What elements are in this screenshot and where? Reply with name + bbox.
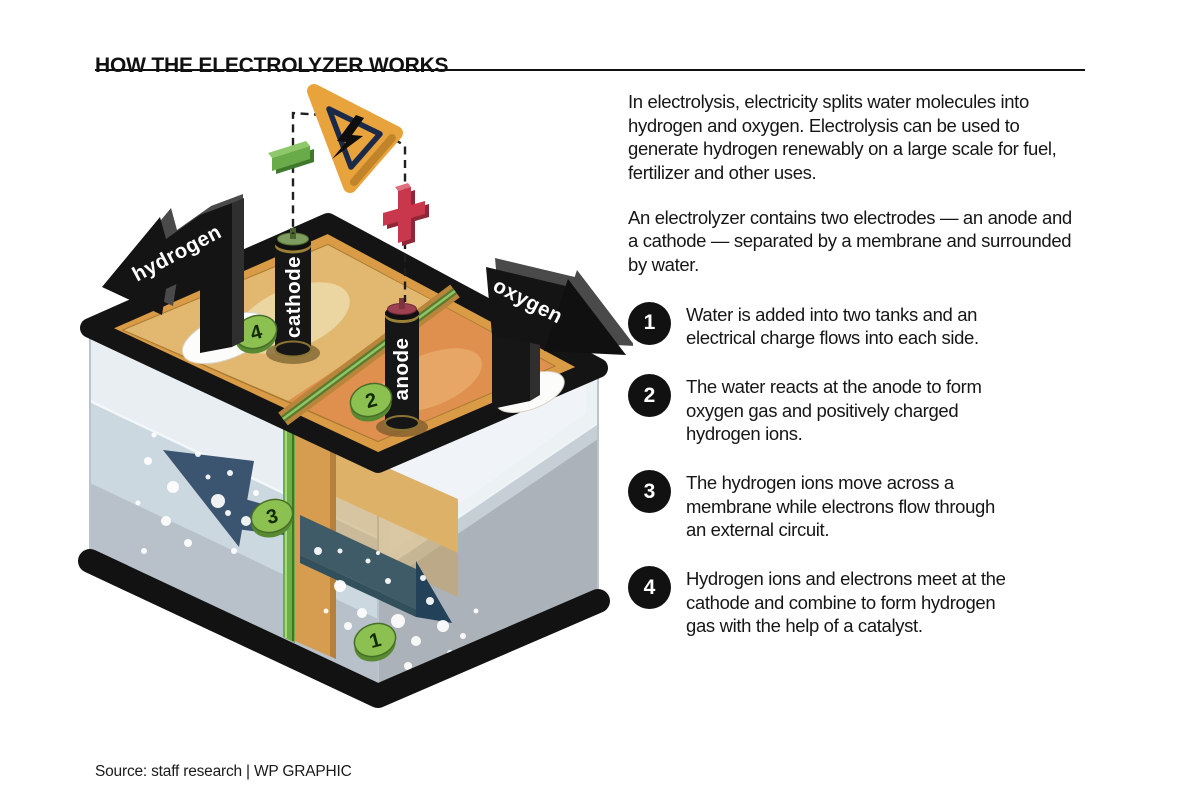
anode-electrode: anode <box>376 298 428 437</box>
tank-bottom-frame <box>78 549 610 708</box>
oxygen-arrow-beam <box>486 267 570 349</box>
step-marker-1-number: 1 <box>367 629 383 653</box>
inner-cell-wall-submerged <box>336 497 458 597</box>
step-marker-4: 4 <box>234 314 278 354</box>
hydrogen-post-side <box>232 198 244 347</box>
step-item-1: 1 Water is added into two tanks and an e… <box>628 301 1086 350</box>
cathode-electrode: cathode <box>266 228 320 364</box>
anode-base-ring <box>384 415 420 431</box>
step-item-3: 3 The hydrogen ions move across a membra… <box>628 470 1086 542</box>
cathode-base-ring <box>274 340 312 358</box>
inner-cell-wall <box>336 445 458 553</box>
step-text: Water is added into two tanks and an ele… <box>686 303 979 349</box>
hydrogen-out-arrow: hydrogen <box>102 194 244 353</box>
anode-body <box>385 312 419 430</box>
step-text: The hydrogen ions move across a membrane… <box>686 472 995 541</box>
cathode-label: cathode <box>282 256 305 338</box>
source-credit: Source: staff research | WP GRAPHIC <box>95 763 352 780</box>
minus-terminal-icon <box>268 141 314 174</box>
step-marker-2: 2 <box>349 382 393 422</box>
anode-terminal-stub <box>399 298 405 309</box>
step-number-badge: 4 <box>628 566 671 610</box>
tank-interior: 3 1 <box>135 421 483 676</box>
step-text: Hydrogen ions and electrons meet at the … <box>686 568 1006 637</box>
intro-paragraph-1: In electrolysis, electricity splits wate… <box>628 91 1057 184</box>
step-marker-2-number: 2 <box>363 389 379 413</box>
top-membrane-divider <box>278 284 460 426</box>
step-item-2: 2 The water reacts at the anode to form … <box>628 374 1086 446</box>
explainer-column: In electrolysis, electricity splits wate… <box>628 90 1086 662</box>
step-number-badge: 1 <box>628 301 671 345</box>
step-marker-1: 1 <box>353 622 397 662</box>
step-number-badge: 3 <box>628 470 671 514</box>
plus-terminal-icon <box>383 183 429 246</box>
anode-label: anode <box>390 338 413 401</box>
hydrogen-arrow-face <box>102 203 232 353</box>
steps-list: 1 Water is added into two tanks and an e… <box>628 301 1086 638</box>
step-marker-3: 3 <box>250 498 294 538</box>
intro-paragraph-2: An electrolyzer contains two electrodes … <box>628 206 1072 276</box>
oxygen-arrow-head <box>544 279 626 355</box>
oxygen-out-arrow: oxygen <box>486 258 633 409</box>
step-marker-3-number: 3 <box>264 505 280 529</box>
title-rule <box>95 69 1085 71</box>
page-title: HOW THE ELECTROLYZER WORKS <box>95 54 449 78</box>
hazard-triangle-icon <box>307 84 403 193</box>
electrolyzer-diagram: 3 1 <box>78 84 633 708</box>
step-number-badge: 2 <box>628 374 671 418</box>
oxygen-post <box>492 319 530 409</box>
step-text: The water reacts at the anode to form ox… <box>686 376 982 445</box>
cathode-body <box>275 242 311 357</box>
lightning-bolt-icon <box>332 115 364 159</box>
step-item-4: 4 Hydrogen ions and electrons meet at th… <box>628 566 1086 638</box>
